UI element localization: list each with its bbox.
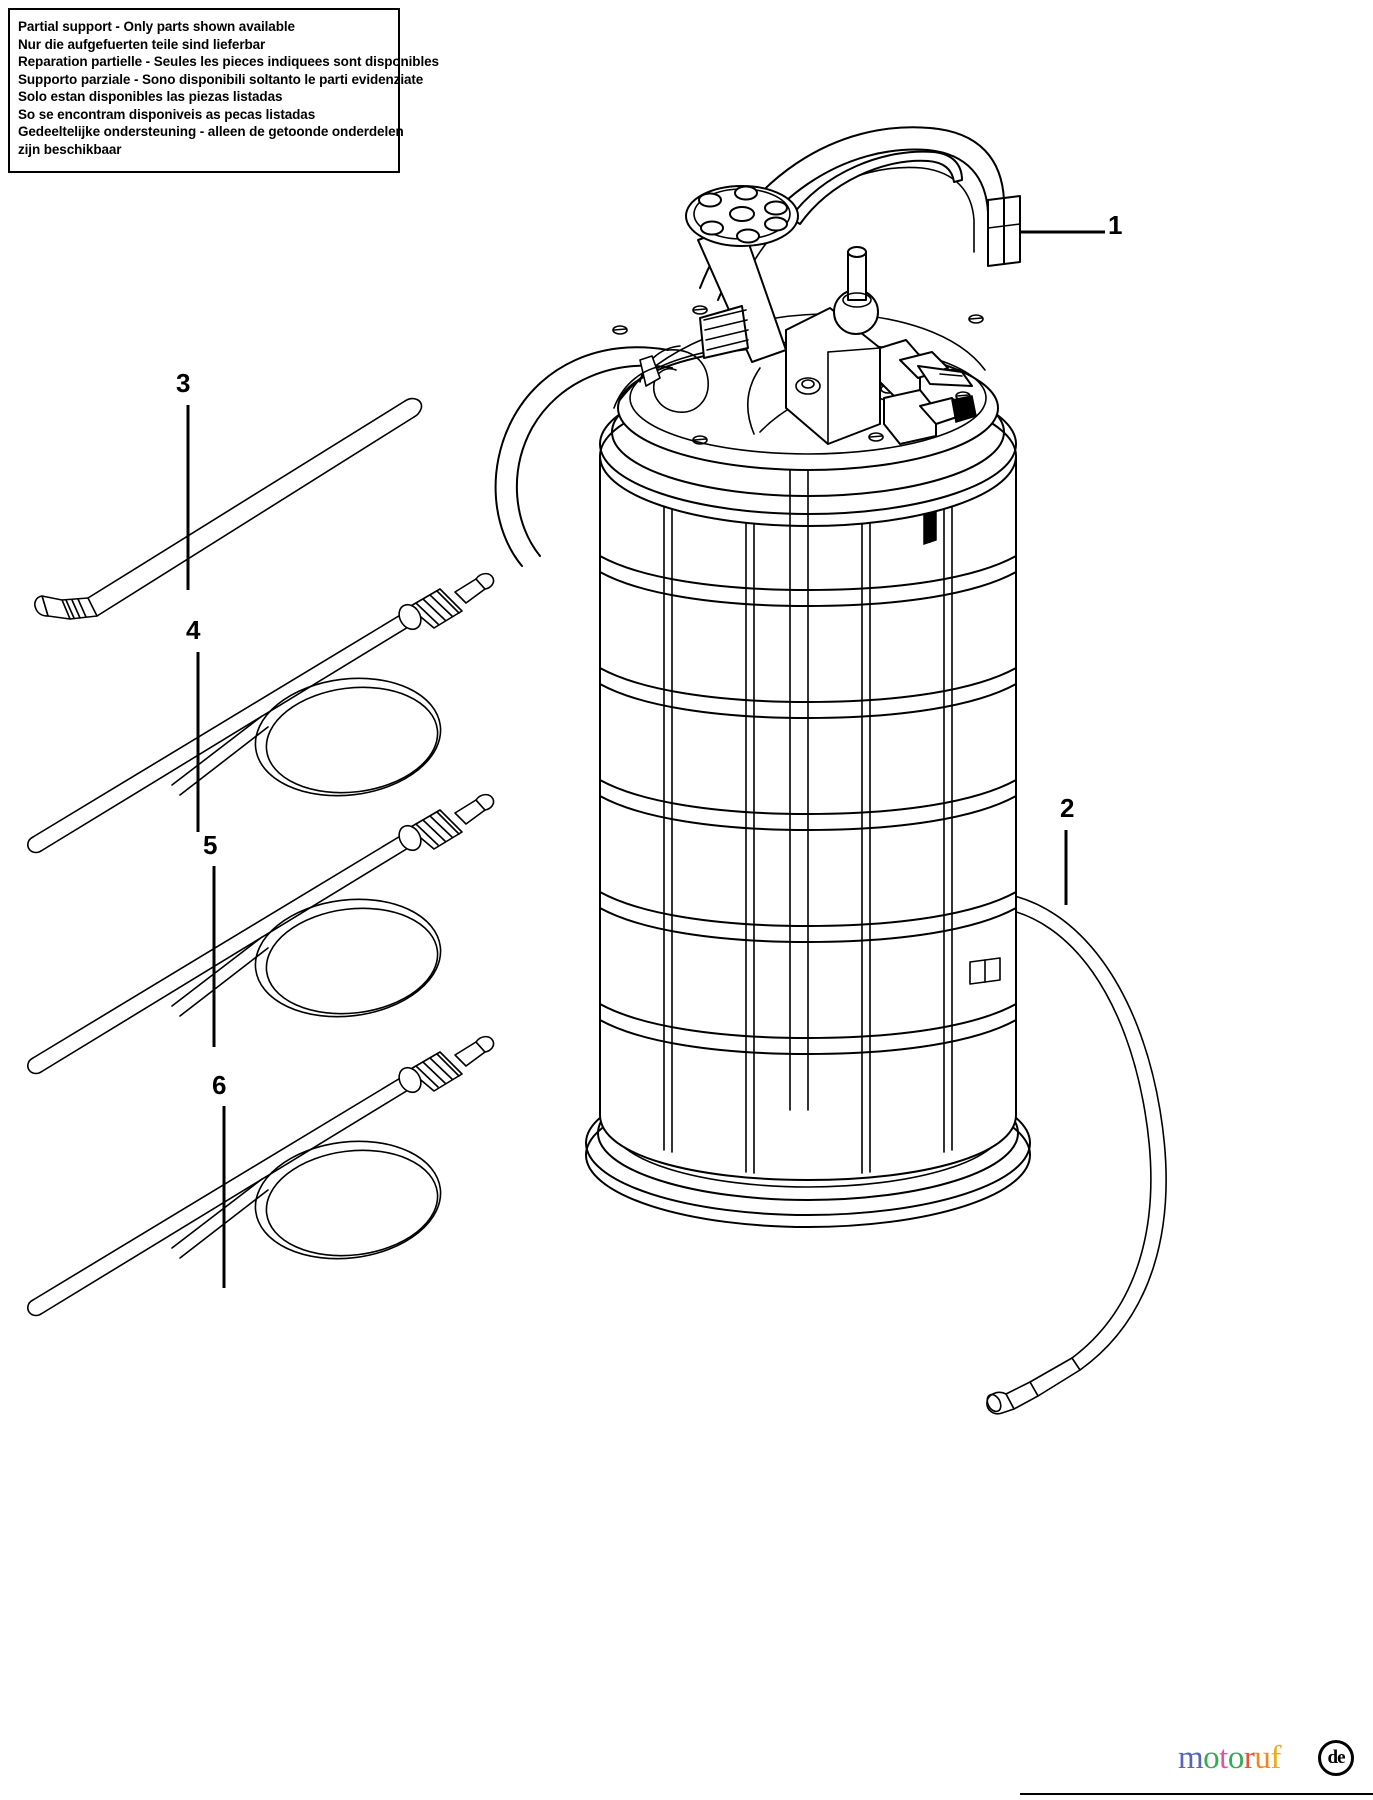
- callout-number-5: 5: [203, 830, 218, 860]
- pump-collar-ribs: [699, 305, 749, 359]
- footer-rule: [1020, 1793, 1373, 1795]
- part-6-tube-hose-assembly: [27, 1035, 495, 1317]
- inlet-hose-loop: [494, 345, 709, 567]
- part-4-tube-hose-assembly: [27, 572, 495, 854]
- part-5-tube-hose-assembly: [27, 793, 495, 1075]
- callout-number-3: 3: [176, 368, 191, 398]
- watermark-letter-6: f: [1270, 1740, 1281, 1776]
- motoruf-watermark: motoruf: [1178, 1742, 1281, 1775]
- watermark-letter-3: o: [1227, 1740, 1245, 1776]
- notice-line-it: Supporto parziale - Sono disponibili sol…: [18, 71, 424, 87]
- callout-number-6: 6: [212, 1070, 227, 1100]
- notice-line-fr: Reparation partielle - Seules les pieces…: [18, 54, 439, 69]
- watermark-de-badge: de: [1318, 1740, 1354, 1776]
- watermark-letter-1: o: [1203, 1740, 1220, 1776]
- release-valve: [879, 339, 977, 445]
- part-1-extractor-unit: [494, 126, 1031, 1228]
- watermark-letter-4: r: [1243, 1740, 1255, 1776]
- perforated-filter-cap: [685, 185, 799, 363]
- callout-number-4: 4: [186, 615, 201, 645]
- valve-housing: [785, 289, 881, 445]
- internal-standpipe: [789, 469, 809, 1111]
- watermark-letter-5: u: [1254, 1740, 1271, 1776]
- notice-line-nl: Gedeeltelijke ondersteuning - alleen de …: [18, 124, 404, 139]
- notice-line-es: Solo estan disponibles las piezas listad…: [18, 89, 283, 104]
- notice-line-nl-cont: zijn beschikbaar: [18, 141, 122, 157]
- filter-holes: [698, 185, 788, 244]
- vent-post: [842, 246, 872, 308]
- part-3-suction-probe: [34, 397, 423, 620]
- watermark-letter-2: t: [1219, 1740, 1228, 1776]
- notice-line-de: Nur die aufgefuerten teile sind lieferba…: [18, 36, 266, 52]
- valve-outlet-nipple: [951, 395, 977, 423]
- part-2-discharge-hose: [986, 892, 1167, 1415]
- availability-notice-box: Partial support - Only parts shown avail…: [8, 8, 439, 173]
- callout-number-2: 2: [1060, 793, 1075, 823]
- callout-number-1: 1: [1108, 210, 1123, 240]
- notice-line-pt: So se encontram disponiveis as pecas lis…: [18, 106, 316, 122]
- notice-line-en: Partial support - Only parts shown avail…: [18, 19, 295, 34]
- tank-vertical-ribs: [663, 473, 953, 1174]
- watermark-letter-0: m: [1178, 1740, 1204, 1776]
